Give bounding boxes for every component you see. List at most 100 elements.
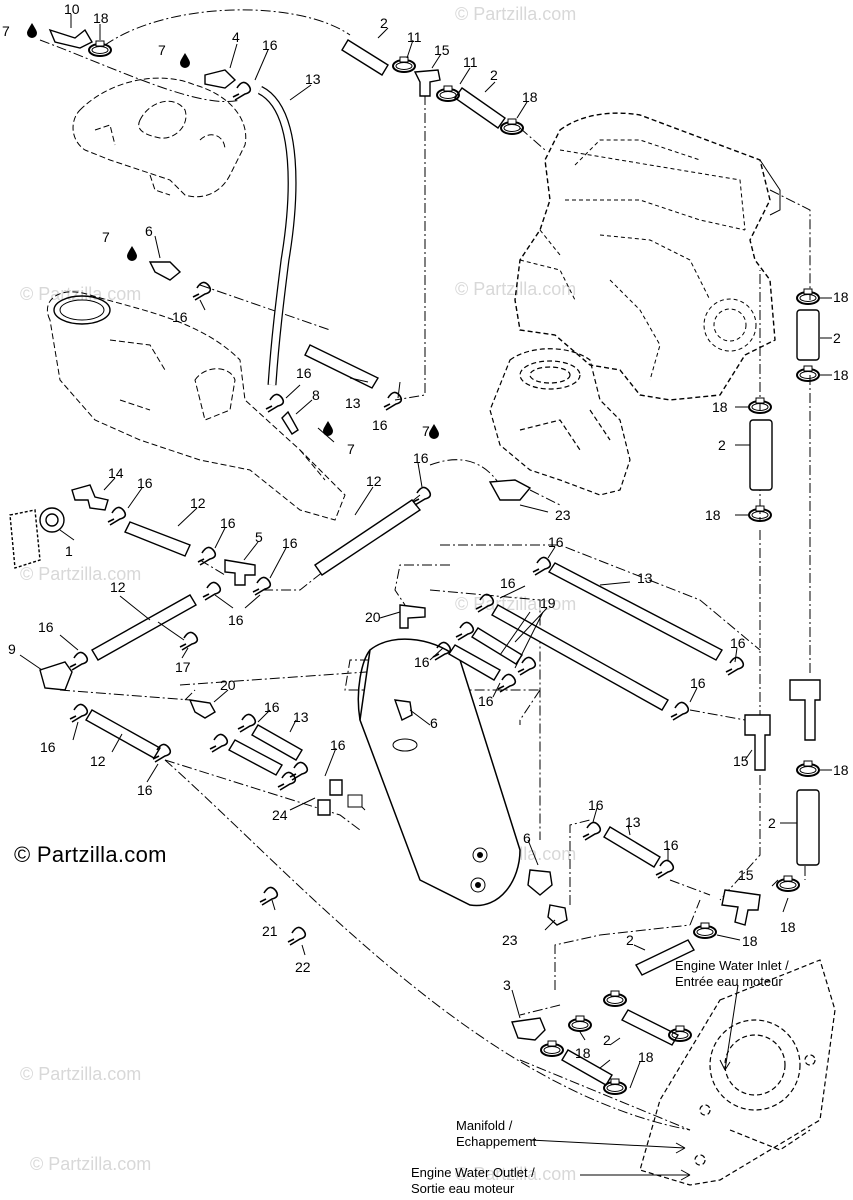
spring-clamp-16 [517, 656, 537, 676]
label-engine-water-inlet: Engine Water Inlet / [675, 958, 789, 973]
oil-drop-icon [429, 424, 439, 439]
hose-2-right-upper [796, 309, 820, 361]
callout-8: 8 [312, 387, 320, 403]
callout-16: 16 [372, 417, 388, 433]
callout-10: 10 [64, 1, 80, 17]
oil-drop-icon [27, 23, 37, 38]
clamp-18 [693, 922, 717, 939]
hose-12-a [124, 521, 191, 557]
spring-clamp-16 [265, 393, 285, 413]
callout-16: 16 [414, 654, 430, 670]
callout-16: 16 [690, 675, 706, 691]
callout-18: 18 [833, 289, 849, 305]
callout-6: 6 [145, 223, 153, 239]
callout-4: 4 [232, 29, 240, 45]
callout-16: 16 [500, 575, 516, 591]
callout-2: 2 [833, 330, 841, 346]
callout-3: 3 [503, 977, 511, 993]
callout-2: 2 [603, 1032, 611, 1048]
callout-16: 16 [478, 693, 494, 709]
tee-5 [224, 559, 256, 586]
hose-13-mid [304, 344, 379, 389]
callout-12: 12 [190, 495, 206, 511]
label-arrows [529, 984, 739, 1181]
callout-13: 13 [293, 709, 309, 725]
callout-7: 7 [102, 229, 110, 245]
brand-watermark: © Partzilla.com [14, 842, 167, 867]
spring-clamp-16 [497, 673, 517, 693]
fitting-3 [511, 1017, 546, 1041]
callout-2: 2 [718, 437, 726, 453]
pump-housing [489, 348, 631, 496]
callout-7: 7 [158, 42, 166, 58]
hose-2-top [341, 39, 389, 76]
outlet-assembly [639, 959, 836, 1186]
label-manifold: Manifold / [456, 1118, 513, 1133]
callout-18: 18 [833, 762, 849, 778]
oil-drop-icon [127, 246, 137, 261]
label-sortie-eau-moteur: Sortie eau moteur [411, 1181, 515, 1196]
fitting-6-mid [393, 699, 413, 721]
clamp-18 [668, 1025, 692, 1042]
fitting-6-bottom [527, 869, 553, 896]
hoses [85, 39, 820, 1086]
fitting-10 [48, 28, 93, 49]
tee-15-top [413, 69, 441, 97]
callout-18: 18 [522, 89, 538, 105]
callout-16: 16 [262, 37, 278, 53]
callout-21: 21 [262, 923, 278, 939]
callout-19: 19 [540, 595, 556, 611]
spring-clamp-16 [209, 733, 229, 753]
routing-lines [39, 9, 811, 1131]
hose-19-c [448, 644, 501, 681]
spring-clamp-16 [532, 556, 552, 576]
fitting-6-top [148, 261, 182, 281]
spring-clamp-21 [259, 886, 279, 906]
callout-13: 13 [345, 395, 361, 411]
callout-12: 12 [366, 473, 382, 489]
callout-16: 16 [413, 450, 429, 466]
callout-16: 16 [282, 535, 298, 551]
hose-19-b [471, 627, 523, 665]
clamp-18 [603, 990, 627, 1007]
callout-12: 12 [90, 753, 106, 769]
callout-18: 18 [712, 399, 728, 415]
hose-13-bottom [603, 826, 661, 868]
elbow-23-top [488, 479, 532, 501]
leader-lines [19, 14, 832, 1089]
watermark: © Partzilla.com [20, 564, 141, 584]
clamp-18 [796, 365, 820, 382]
spring-clamp-16 [725, 656, 745, 676]
hose-13-lower-a [251, 724, 303, 761]
clamp-18 [500, 118, 524, 135]
callout-16: 16 [40, 739, 56, 755]
spring-clamp-17 [179, 631, 199, 651]
callout-15: 15 [434, 42, 450, 58]
callout-13: 13 [637, 570, 653, 586]
watermark: © Partzilla.com [455, 1164, 576, 1184]
callout-16: 16 [588, 797, 604, 813]
callout-24: 24 [272, 807, 288, 823]
fitting-9 [39, 661, 73, 691]
clamp-18 [568, 1015, 592, 1032]
callout-18: 18 [833, 367, 849, 383]
fittings [9, 28, 821, 1041]
callout-16: 16 [228, 612, 244, 628]
label-echappement: Echappement [456, 1134, 537, 1149]
callout-18: 18 [575, 1045, 591, 1061]
callout-16: 16 [220, 515, 236, 531]
callout-6: 6 [523, 830, 531, 846]
callout-16: 16 [663, 837, 679, 853]
callout-15: 15 [738, 867, 754, 883]
callout-16: 16 [38, 619, 54, 635]
hose-13-lower-b [228, 739, 283, 776]
callout-5: 5 [255, 529, 263, 545]
exhaust-manifold [72, 77, 247, 198]
callout-18: 18 [93, 10, 109, 26]
watermark: © Partzilla.com [20, 284, 141, 304]
clamp-11 [436, 85, 460, 102]
callout-23: 23 [555, 507, 571, 523]
callout-numbers: 7 10 18 4 16 7 2 11 15 11 2 18 13 7 6 16… [2, 1, 849, 1065]
spring-clamp-16 [412, 486, 432, 506]
